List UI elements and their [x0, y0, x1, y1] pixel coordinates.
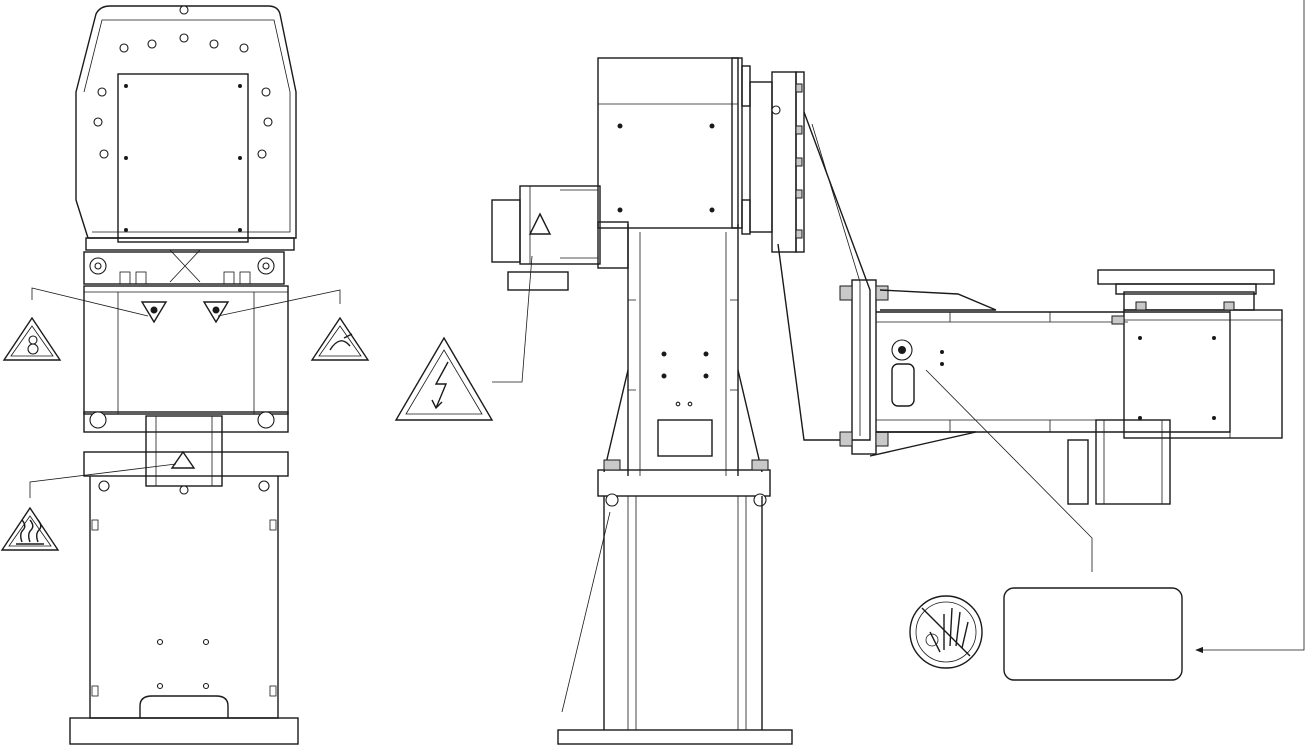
electric-shock-icon — [394, 336, 494, 421]
callout-arrow — [1195, 0, 1305, 654]
crush-hazard-icon — [2, 316, 62, 361]
front-view — [29, 5, 341, 745]
pinch-hazard-icon — [310, 316, 370, 361]
blank-label — [1003, 587, 1183, 681]
flange-bolts — [771, 83, 803, 239]
side-view — [491, 57, 1283, 745]
hot-surface-icon — [0, 506, 60, 551]
flange-bolts — [93, 33, 273, 159]
no-hands-icon — [909, 595, 983, 669]
